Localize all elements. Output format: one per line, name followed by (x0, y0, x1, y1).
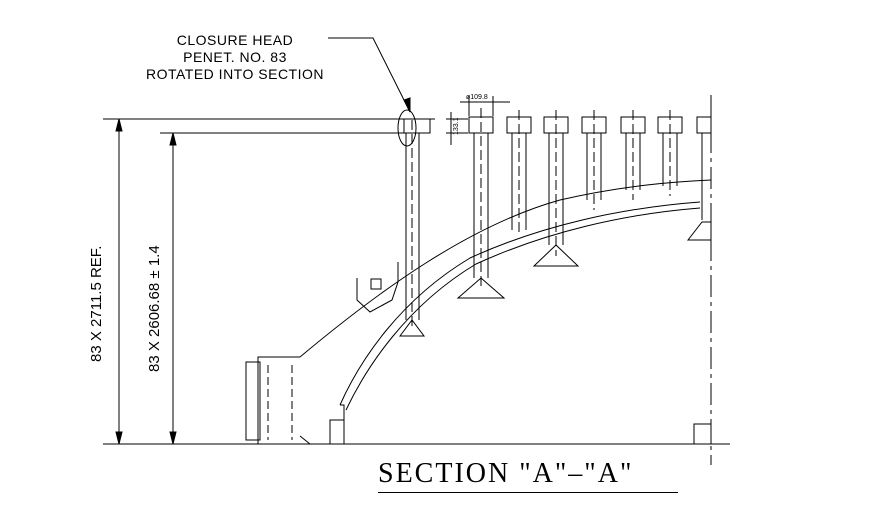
callout-line-1: CLOSURE HEAD (176, 32, 294, 48)
flange-outline (257, 356, 300, 444)
penetration-nozzle-2 (456, 108, 506, 299)
section-title-underline (378, 492, 678, 493)
head-inner-surface (339, 201, 701, 406)
callout-line-2: PENET. NO. 83 (183, 49, 287, 65)
flange-lower-step (299, 435, 311, 445)
height-dimension-label: 83 X 2606.68 ± 1.4 (146, 245, 163, 372)
penetration-nozzle-5 (581, 110, 607, 210)
penetration-nozzle-7 (657, 110, 683, 196)
section-title: SECTION "A"–"A" (378, 458, 634, 489)
overall-dim-arrow-top (115, 118, 123, 132)
lifting-lug (356, 262, 399, 313)
head-outer-surface (299, 179, 712, 358)
penetration-83-highlight (397, 109, 417, 147)
penetration-nozzle-3 (506, 110, 532, 236)
overall-dim-arrow-bottom (115, 431, 123, 445)
head-inner-surface-2 (345, 207, 701, 411)
penetration-nozzle-4 (532, 110, 580, 267)
callout-leader (328, 37, 411, 113)
height-dim-arrow-bottom (169, 431, 177, 445)
inner-wall-step (340, 404, 345, 420)
callout-line-3: ROTATED INTO SECTION (145, 66, 324, 82)
right-support-block (693, 423, 712, 445)
height-dim-arrow-top (169, 132, 177, 146)
penetration-nozzle-8 (686, 116, 712, 241)
penetration-nozzle-83 (399, 118, 431, 337)
lug-hole (370, 278, 382, 290)
callout-leader-arrow (403, 97, 411, 113)
penetration-nozzle-6 (620, 110, 646, 200)
diameter-dimension-label: ø109.8 (466, 94, 488, 101)
flange-ring (245, 361, 261, 441)
flange-dimension-label: 133.1 (453, 117, 460, 135)
base-support-block (329, 419, 345, 445)
overall-dimension-label: 83 X 2711.5 REF. (88, 245, 105, 362)
